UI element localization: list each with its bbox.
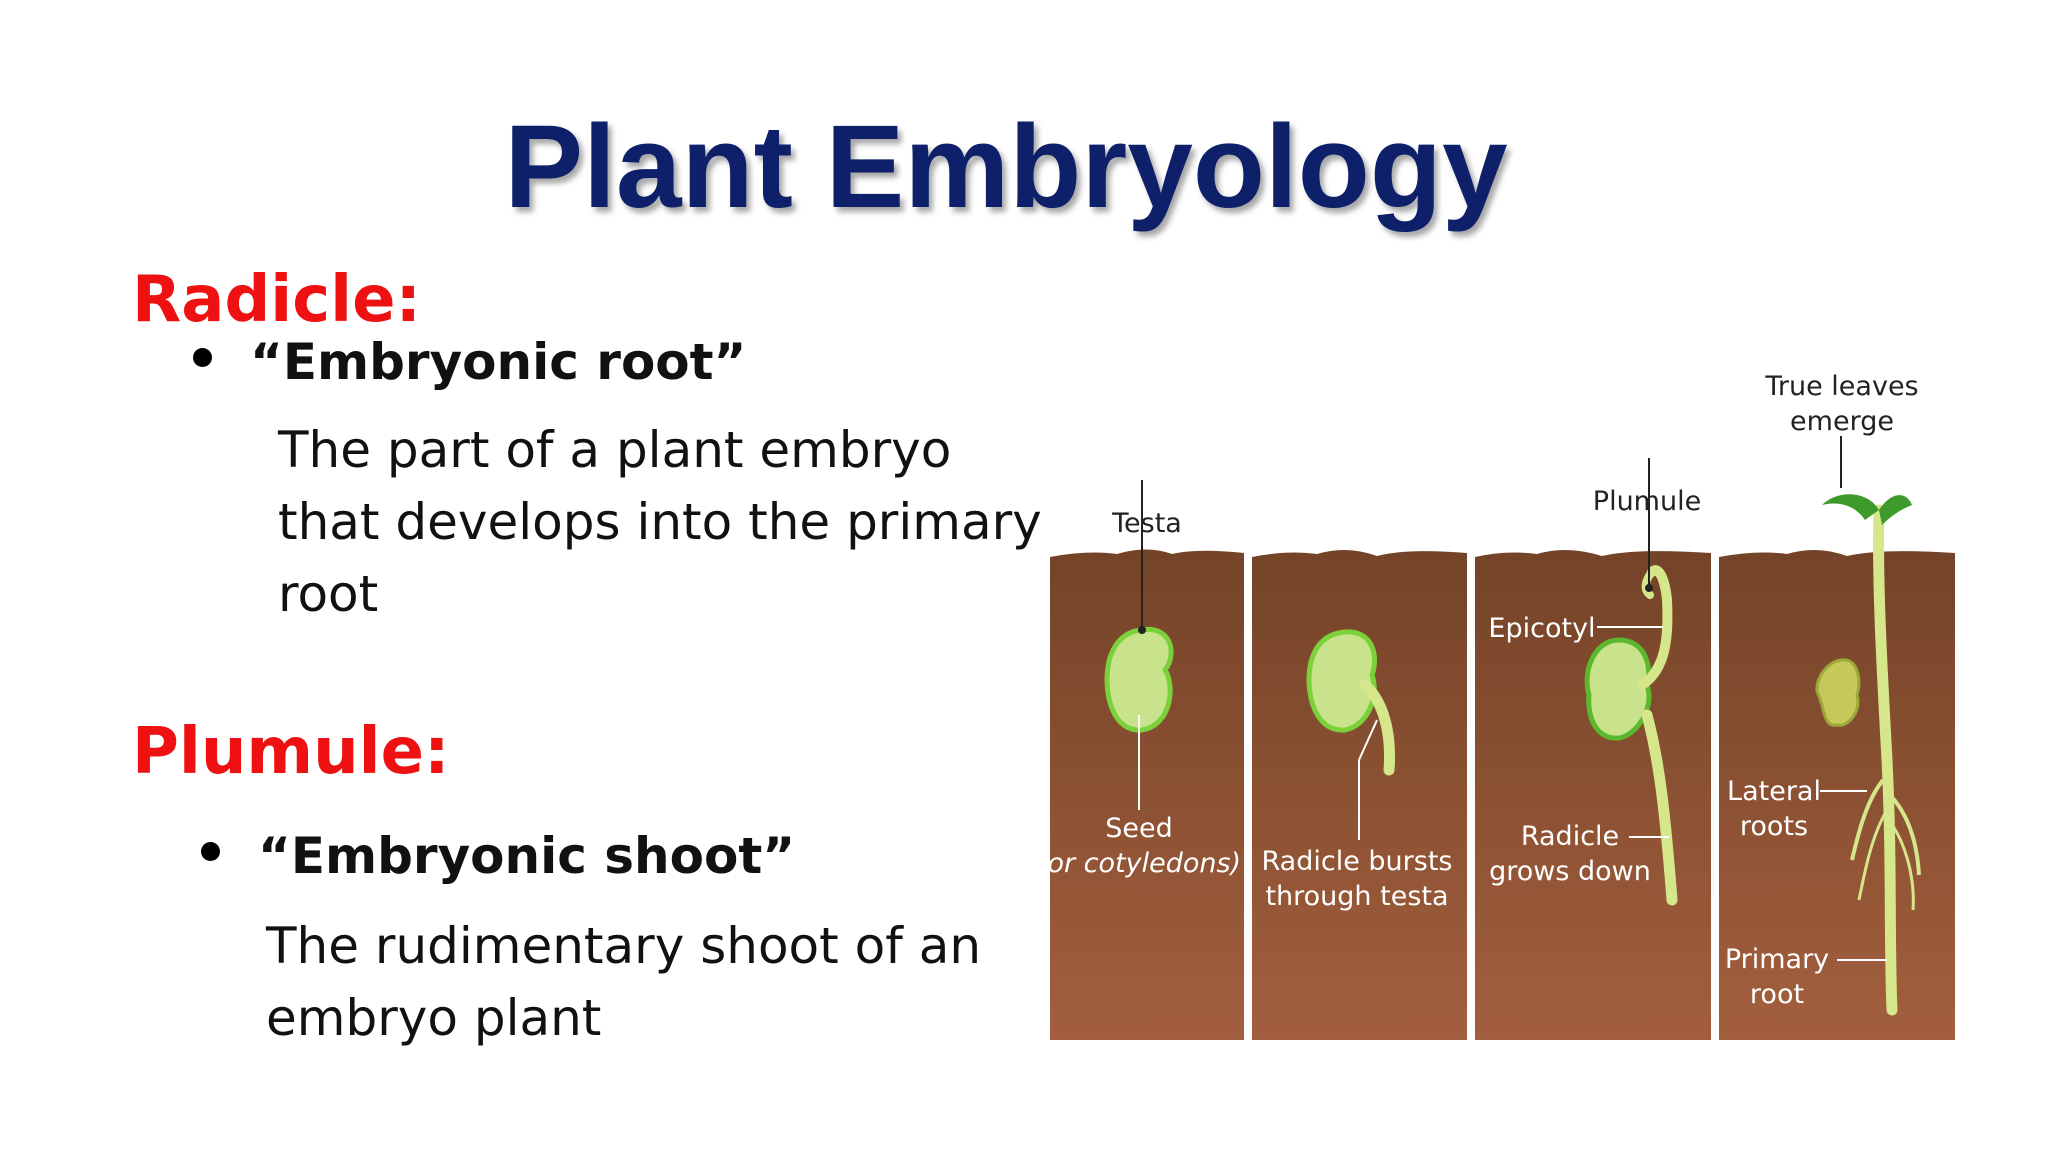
label-root: root bbox=[1750, 979, 1804, 1010]
soil-panel-4 bbox=[1719, 549, 1955, 1040]
label-epicotyl: Epicotyl bbox=[1488, 613, 1595, 644]
label-radicle: Radicle bbox=[1521, 821, 1619, 852]
label-emerge: emerge bbox=[1790, 406, 1894, 437]
seed-stage-4 bbox=[1815, 436, 1921, 1016]
seed-stage-1 bbox=[1104, 480, 1174, 810]
label-through-testa: through testa bbox=[1265, 881, 1448, 912]
radicle-bullet: “Embryonic root” bbox=[250, 333, 747, 391]
label-true-leaves: True leaves bbox=[1764, 371, 1918, 402]
plumule-line: embryo plant bbox=[266, 989, 602, 1047]
radicle-line: that develops into the primary bbox=[278, 493, 1042, 551]
radicle-line: root bbox=[278, 565, 379, 623]
label-roots: roots bbox=[1740, 811, 1808, 842]
bullet-dot bbox=[201, 842, 220, 861]
germination-diagram: Testa Seed (or cotyledons) Radicle burst… bbox=[1047, 371, 1955, 1040]
seed-stage-2 bbox=[1306, 629, 1396, 840]
label-plumule: Plumule bbox=[1593, 486, 1701, 517]
plumule-line: The rudimentary shoot of an bbox=[266, 917, 982, 975]
plumule-heading: Plumule: bbox=[132, 715, 450, 789]
radicle-definition: The part of a plant embryo that develops… bbox=[278, 414, 1042, 630]
plumule-bullet: “Embryonic shoot” bbox=[258, 827, 796, 885]
label-grows-down: grows down bbox=[1489, 856, 1651, 887]
seed-stage-3 bbox=[1584, 458, 1678, 906]
radicle-heading: Radicle: bbox=[132, 263, 422, 337]
label-primary: Primary bbox=[1725, 944, 1829, 975]
label-testa: Testa bbox=[1111, 508, 1182, 539]
label-lateral: Lateral bbox=[1727, 776, 1821, 807]
label-seed: Seed bbox=[1105, 813, 1173, 844]
bullet-dot bbox=[193, 348, 212, 367]
soil-panel-1 bbox=[1050, 549, 1244, 1040]
label-radicle-bursts: Radicle bursts bbox=[1262, 846, 1453, 877]
radicle-line: The part of a plant embryo bbox=[278, 421, 952, 479]
label-cotyledons: (or cotyledons) bbox=[1047, 848, 1241, 879]
plumule-definition: The rudimentary shoot of an embryo plant bbox=[266, 910, 981, 1054]
slide-title: Plant Embryology bbox=[504, 101, 1508, 233]
